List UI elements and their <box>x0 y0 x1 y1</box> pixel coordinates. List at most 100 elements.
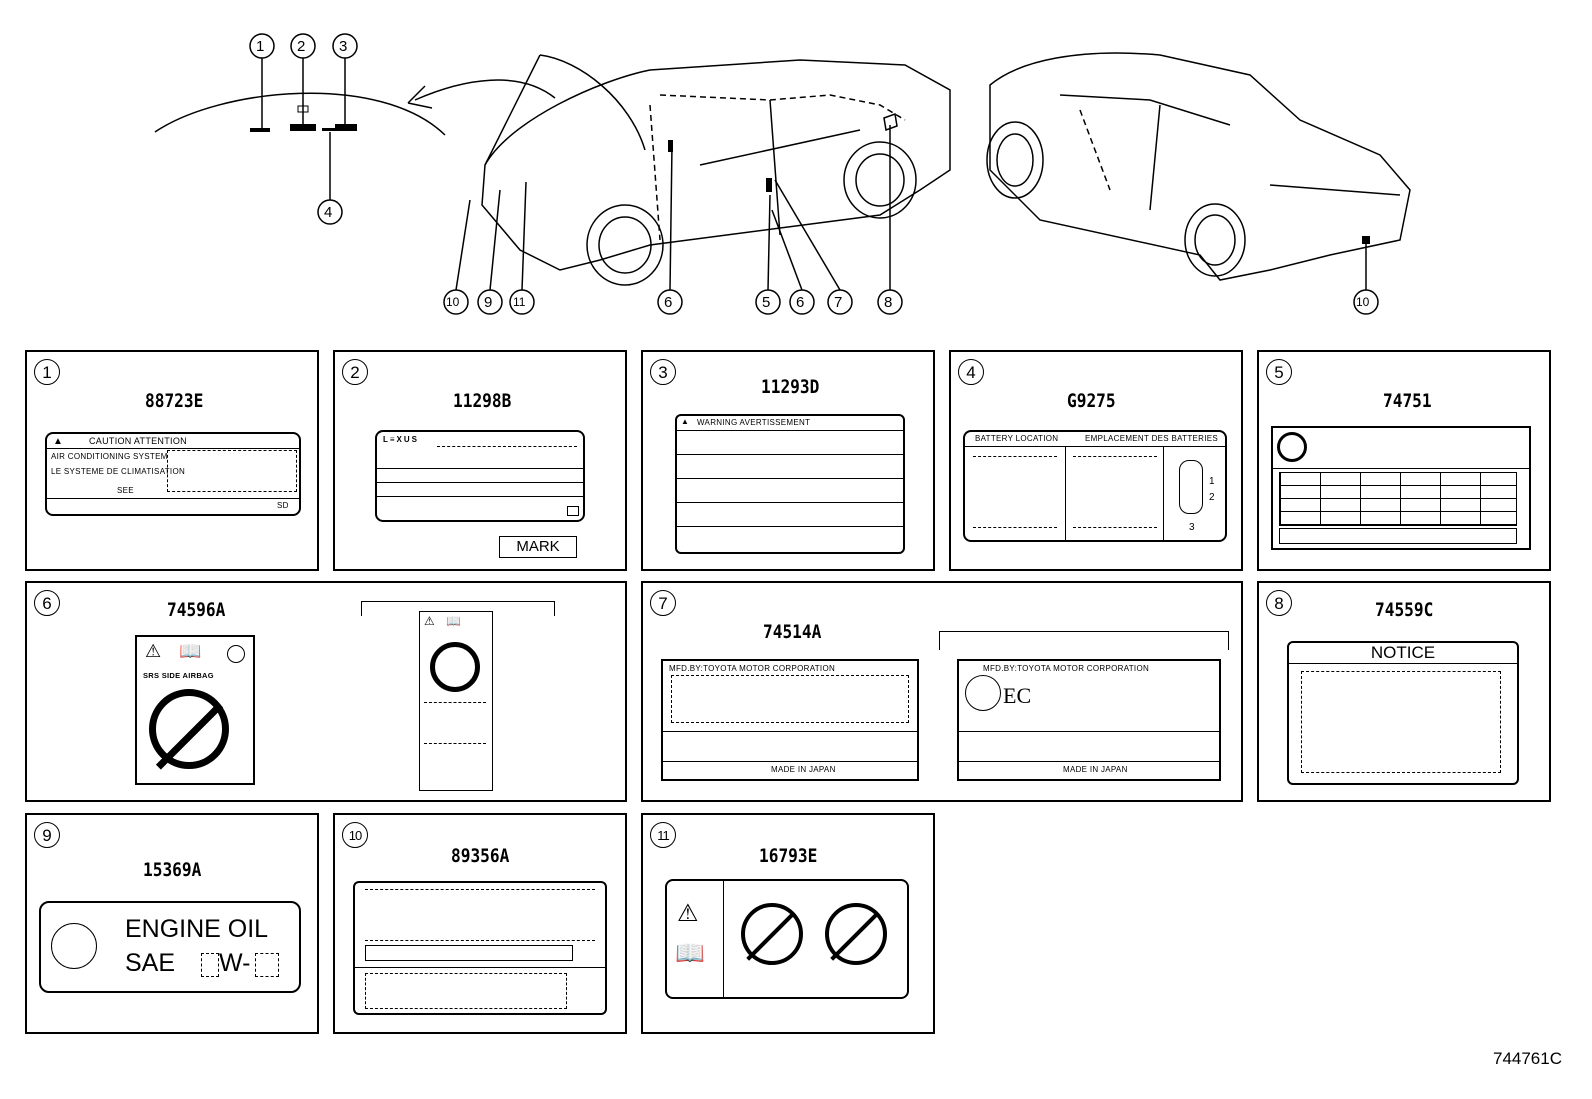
manual-book-icon: 📖 <box>446 614 462 628</box>
panel-index-badge: 11 <box>650 822 676 848</box>
side-airbag-label-alt: ⚠ 📖 <box>419 611 493 791</box>
panel-index-badge: 1 <box>34 359 60 385</box>
callout-1[interactable]: 1 <box>256 38 265 55</box>
tire-icon <box>1277 432 1307 462</box>
divider <box>723 881 724 997</box>
overview-illustration <box>154 33 1411 315</box>
text-lines <box>973 456 1057 528</box>
battery-location-label: BATTERY LOCATION EMPLACEMENT DES BATTERI… <box>963 430 1227 542</box>
panel-index-badge: 9 <box>34 822 60 848</box>
car-outline-icon <box>1179 460 1203 514</box>
callout-5[interactable]: 5 <box>762 294 771 311</box>
manual-book-icon: 📖 <box>675 940 706 967</box>
panel-2[interactable]: 2 11298B L≡XUS MARK <box>333 350 627 571</box>
divider <box>1289 663 1517 664</box>
text-lines <box>1073 456 1157 528</box>
divider <box>377 496 583 497</box>
callout-2[interactable]: 2 <box>297 38 306 55</box>
notice-title: NOTICE <box>1370 643 1436 662</box>
indicator-circle-icon <box>227 645 245 663</box>
divider <box>1065 446 1066 540</box>
label-line-2: LE SYSTEME DE CLIMATISATION <box>51 467 186 476</box>
ec-mark: EC <box>1003 683 1032 708</box>
callout-10-rear[interactable]: 10 <box>1356 295 1370 309</box>
panel-6[interactable]: 6 74596A ⚠ 📖 SRS SIDE AIRBAG ⚠ 📖 <box>25 581 627 802</box>
ac-caution-label: ▲ CAUTION ATTENTION AIR CONDITIONING SYS… <box>45 432 301 516</box>
label-footer: SD <box>277 501 289 510</box>
no-hand-icon <box>741 903 803 965</box>
text-lines <box>437 436 577 447</box>
divider <box>965 446 1225 447</box>
title-right: EMPLACEMENT DES BATTERIES <box>1085 434 1219 443</box>
viscosity-box <box>255 953 279 977</box>
label-line-1: AIR CONDITIONING SYSTEM <box>51 452 168 461</box>
divider <box>47 448 299 449</box>
manufacturer-line: MFD.BY:TOYOTA MOTOR CORPORATION <box>669 664 836 673</box>
panel-3[interactable]: 3 11293D ▲ WARNING AVERTISSEMENT <box>641 350 935 571</box>
divider <box>47 498 299 499</box>
part-number: G9275 <box>1067 390 1116 412</box>
no-spray-icon <box>825 903 887 965</box>
panel-8[interactable]: 8 74559C NOTICE <box>1257 581 1551 802</box>
engine-oil-label: ENGINE OIL SAE W- <box>39 901 301 993</box>
divider <box>677 430 903 431</box>
blank-field <box>167 450 297 492</box>
warning-icon: ▲ <box>53 436 64 447</box>
sae-mid: W- <box>219 949 251 977</box>
panel-1[interactable]: 1 88723E ▲ CAUTION ATTENTION AIR CONDITI… <box>25 350 319 571</box>
part-number: 88723E <box>145 390 204 412</box>
panel-7[interactable]: 7 74514A MFD.BY:TOYOTA MOTOR CORPORATION… <box>641 581 1243 802</box>
divider <box>677 478 903 479</box>
lexus-logo-icon: L≡XUS <box>383 435 420 444</box>
text-area <box>1301 671 1501 773</box>
panel-10[interactable]: 10 89356A <box>333 813 627 1034</box>
figure-id: 744761C <box>1492 1049 1562 1068</box>
warning-triangle-icon: ⚠ <box>677 900 699 927</box>
divider <box>959 761 1219 762</box>
callout-11[interactable]: 11 <box>513 295 526 309</box>
label-header: WARNING AVERTISSEMENT <box>697 418 811 427</box>
part-number: 16793E <box>759 845 818 867</box>
viscosity-box <box>201 953 219 977</box>
part-number: 11293D <box>761 376 820 398</box>
battery-marker-1: 1 <box>1209 476 1215 487</box>
manufacturer-line: MFD.BY:TOYOTA MOTOR CORPORATION <box>983 664 1150 673</box>
airbag-caption: SRS SIDE AIRBAG <box>143 671 214 680</box>
part-number: 74596A <box>167 599 226 621</box>
divider <box>355 967 605 968</box>
origin-line: MADE IN JAPAN <box>771 765 836 774</box>
callout-4[interactable]: 4 <box>324 204 333 221</box>
notice-label: NOTICE <box>1287 641 1519 785</box>
callout-10[interactable]: 10 <box>446 295 460 309</box>
divider <box>663 731 917 732</box>
callout-9[interactable]: 9 <box>484 294 493 311</box>
battery-marker-2: 2 <box>1209 492 1215 503</box>
manual-book-icon: 📖 <box>179 641 202 661</box>
label-header: CAUTION ATTENTION <box>89 436 187 446</box>
oil-can-icon <box>51 923 97 969</box>
part-number: 74559C <box>1375 599 1434 621</box>
callout-8[interactable]: 8 <box>884 294 893 311</box>
divider <box>1273 468 1529 469</box>
no-child-seat-icon <box>430 642 480 692</box>
panel-9[interactable]: 9 15369A ENGINE OIL SAE W- <box>25 813 319 1034</box>
callout-3[interactable]: 3 <box>339 38 348 55</box>
sae-prefix: SAE <box>125 949 176 977</box>
callout-7[interactable]: 7 <box>834 294 843 311</box>
origin-line: MADE IN JAPAN <box>1063 765 1128 774</box>
side-airbag-label: ⚠ 📖 SRS SIDE AIRBAG <box>135 635 255 785</box>
divider <box>677 454 903 455</box>
hood-warning-label: ⚠ 📖 <box>665 879 909 999</box>
callout-6[interactable]: 6 <box>664 294 673 311</box>
panel-5[interactable]: 5 74751 <box>1257 350 1551 571</box>
bumper-notice-label <box>353 881 607 1015</box>
panel-11[interactable]: 11 16793E ⚠ 📖 <box>641 813 935 1034</box>
certification-label: MFD.BY:TOYOTA MOTOR CORPORATION MADE IN … <box>661 659 919 781</box>
divider <box>677 526 903 527</box>
panel-4[interactable]: 4 G9275 BATTERY LOCATION EMPLACEMENT DES… <box>949 350 1243 571</box>
divider <box>377 482 583 483</box>
text-line-box <box>365 945 573 961</box>
warning-label: ▲ WARNING AVERTISSEMENT <box>675 414 905 554</box>
callout-6-second[interactable]: 6 <box>796 294 805 311</box>
